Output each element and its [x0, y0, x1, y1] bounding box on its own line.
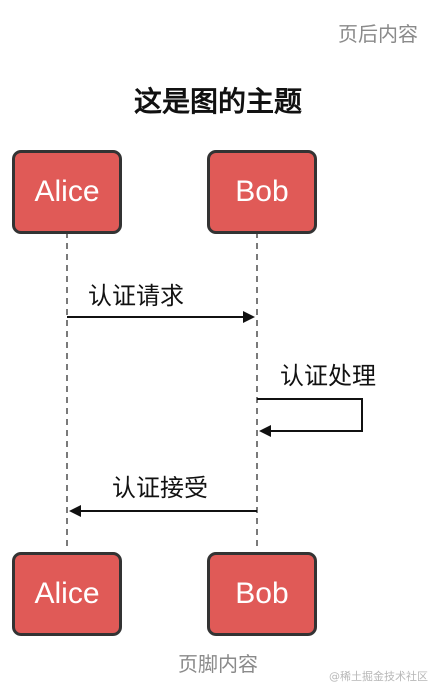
watermark: @稀土掘金技术社区: [329, 670, 428, 683]
participant-bob-bottom: Bob: [207, 552, 317, 636]
participant-bob-top: Bob: [207, 150, 317, 234]
message-2-label: 认证处理: [280, 362, 376, 390]
message-1-label: 认证请求: [88, 282, 184, 310]
participant-alice-bottom: Alice: [12, 552, 122, 636]
diagram-title: 这是图的主题: [133, 85, 302, 118]
message-2-arrow: [257, 398, 363, 437]
page-header: 页后内容: [338, 22, 418, 46]
message-3-label: 认证接受: [112, 474, 208, 502]
participant-alice-top: Alice: [12, 150, 122, 234]
page-footer: 页脚内容: [178, 652, 258, 676]
